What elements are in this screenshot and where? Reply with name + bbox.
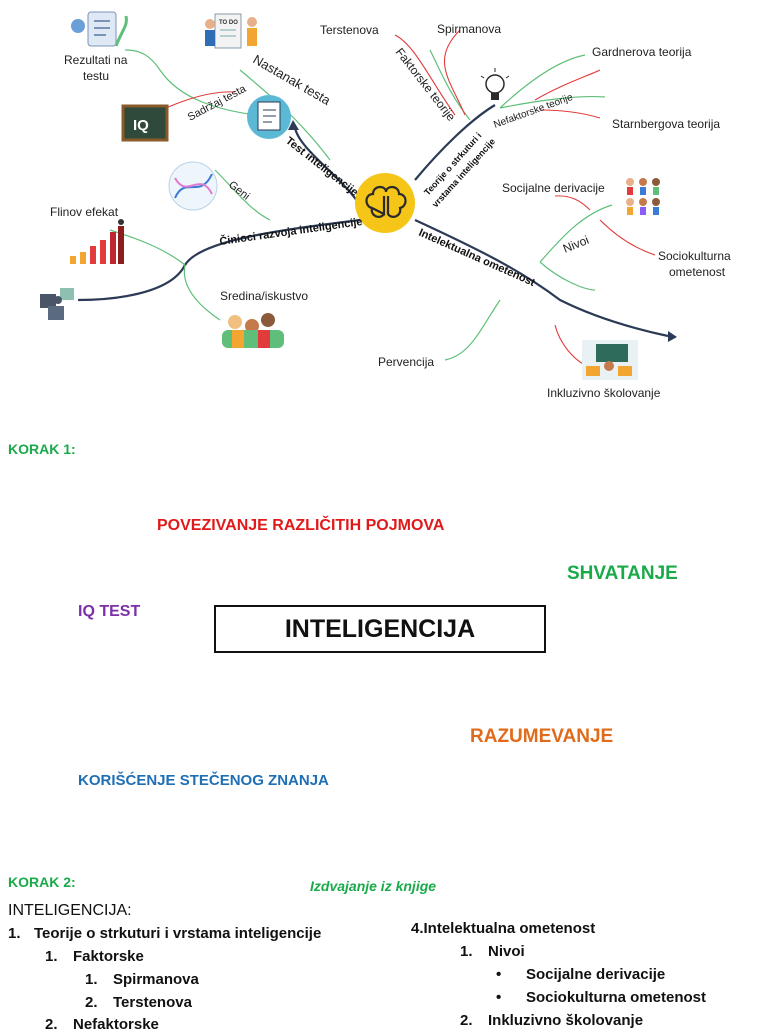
arrow-up-icon bbox=[288, 120, 299, 130]
test-sheet-icon bbox=[247, 95, 291, 139]
leaf-results-line1: Rezultati na bbox=[64, 53, 128, 67]
leaf-flynn: Flinov efekat bbox=[50, 205, 119, 219]
concept-connecting: POVEZIVANJE RAZLIČITIH POJMOVA bbox=[157, 517, 445, 534]
outline-item-4-1-a-text: Socijalne derivacije bbox=[526, 966, 666, 983]
step1-label: KORAK 1: bbox=[8, 441, 76, 457]
branch-label-levels: Nivoi bbox=[561, 233, 591, 256]
leaf-prevention: Pervencija bbox=[378, 355, 434, 369]
outline-item-1-2: 2. Nefaktorske bbox=[45, 1016, 159, 1033]
central-concept-box: INTELIGENCIJA bbox=[214, 605, 546, 653]
arrow-right-icon bbox=[668, 331, 677, 342]
branch-label-disability: Intelektualna ometenost bbox=[417, 227, 537, 289]
outline-item-1-1-1-text: Spirmanova bbox=[113, 971, 199, 988]
bullet-icon: • bbox=[496, 989, 502, 1006]
brain-icon bbox=[365, 185, 407, 218]
outline-item-4-1: 1. Nivoi bbox=[460, 943, 525, 960]
flynn-chart-icon bbox=[70, 219, 124, 264]
outline-item-4-1-b: • Sociokulturna ometenost bbox=[496, 989, 706, 1006]
concept-iq-test: IQ TEST bbox=[78, 603, 141, 620]
branch-label-test-content: Sadržaj testa bbox=[186, 82, 249, 123]
classroom-icon bbox=[582, 340, 638, 380]
outline-item-1-1: 1. Faktorske bbox=[45, 948, 144, 965]
outline-item-1-1-text: Faktorske bbox=[73, 948, 144, 965]
leaf-results-line2: testu bbox=[83, 69, 109, 83]
outline-item-1-1-num: 1. bbox=[45, 948, 58, 965]
kids-group-icon bbox=[626, 178, 660, 215]
outline-item-4-1-text: Nivoi bbox=[488, 943, 525, 960]
step2-label: KORAK 2: bbox=[8, 874, 76, 890]
bullet-icon: • bbox=[496, 966, 502, 983]
leaf-social-deprivation: Socijalne derivacije bbox=[502, 181, 605, 195]
leaf-sociocultural-line1: Sociokulturna bbox=[658, 249, 731, 263]
leaf-sociocultural-line2: ometenost bbox=[669, 265, 726, 279]
concept-understanding-1: SHVATANJE bbox=[567, 563, 678, 584]
puzzle-icon bbox=[40, 288, 74, 320]
branch-label-test: Test inteligencije bbox=[283, 135, 360, 199]
leaf-terstenova: Terstenova bbox=[320, 23, 379, 37]
lightbulb-icon bbox=[480, 68, 510, 100]
step2-subtitle: Izdvajanje iz knjige bbox=[310, 878, 437, 894]
concept-understanding-2: RAZUMEVANJE bbox=[470, 726, 614, 747]
outline-item-1-1-2: 2. Terstenova bbox=[85, 994, 192, 1011]
outline-item-4-2-num: 2. bbox=[460, 1012, 473, 1029]
outline-title: INTELIGENCIJA: bbox=[8, 902, 132, 919]
outline-item-1-1-2-text: Terstenova bbox=[113, 994, 192, 1011]
outline-item-1: 1. Teorije o strkuturi i vrstama intelige… bbox=[8, 925, 321, 942]
outline-item-1-text: Teorije o strkuturi i vrstama inteligenc… bbox=[34, 925, 322, 942]
leaf-spirmanova: Spirmanova bbox=[437, 22, 501, 36]
dna-icon bbox=[168, 161, 218, 211]
leaf-environment: Sredina/iskustvo bbox=[220, 289, 308, 303]
leaf-sternberg: Starnbergova teorija bbox=[612, 117, 720, 131]
svg-text:IQ: IQ bbox=[133, 117, 149, 134]
outline-item-1-2-text: Nefaktorske bbox=[73, 1016, 159, 1033]
outline-item-4: 4.Intelektualna ometenost bbox=[411, 920, 596, 937]
outline-item-1-2-num: 2. bbox=[45, 1016, 58, 1033]
outline-item-1-1-1: 1. Spirmanova bbox=[85, 971, 199, 988]
leaf-gardner: Gardnerova teorija bbox=[592, 45, 692, 59]
outline-item-1-1-1-num: 1. bbox=[85, 971, 98, 988]
outline-item-4-1-a: • Socijalne derivacije bbox=[496, 966, 665, 983]
test-results-icon bbox=[71, 11, 128, 47]
svg-text:TO DO: TO DO bbox=[219, 20, 238, 26]
mind-map: Test inteligencije Nastanak testa Sadrža… bbox=[40, 11, 731, 400]
branch-label-factor-theories: Faktorske teorije bbox=[393, 45, 459, 124]
iq-badge-icon: IQ bbox=[121, 104, 169, 142]
concept-using-knowledge: KORIŠĆENJE STEČENOG ZNANJA bbox=[78, 772, 329, 789]
outline-item-4-2-text: Inkluzivno školovanje bbox=[488, 1012, 644, 1029]
outline-item-1-num: 1. bbox=[8, 925, 21, 942]
branch-label-genes: Geni bbox=[226, 179, 252, 203]
outline-item-4-2: 2. Inkluzivno školovanje bbox=[460, 1012, 643, 1029]
outline-item-4-1-b-text: Sociokulturna ometenost bbox=[526, 989, 707, 1006]
outline-item-4-1-num: 1. bbox=[460, 943, 473, 960]
outline-item-1-1-2-num: 2. bbox=[85, 994, 98, 1011]
children-icon bbox=[222, 313, 284, 348]
branch-label-factors: Činioci razvoja inteligencije bbox=[219, 215, 364, 248]
leaf-inclusive: Inkluzivno školovanje bbox=[547, 386, 661, 400]
todo-people-icon: TO DO bbox=[205, 13, 257, 49]
